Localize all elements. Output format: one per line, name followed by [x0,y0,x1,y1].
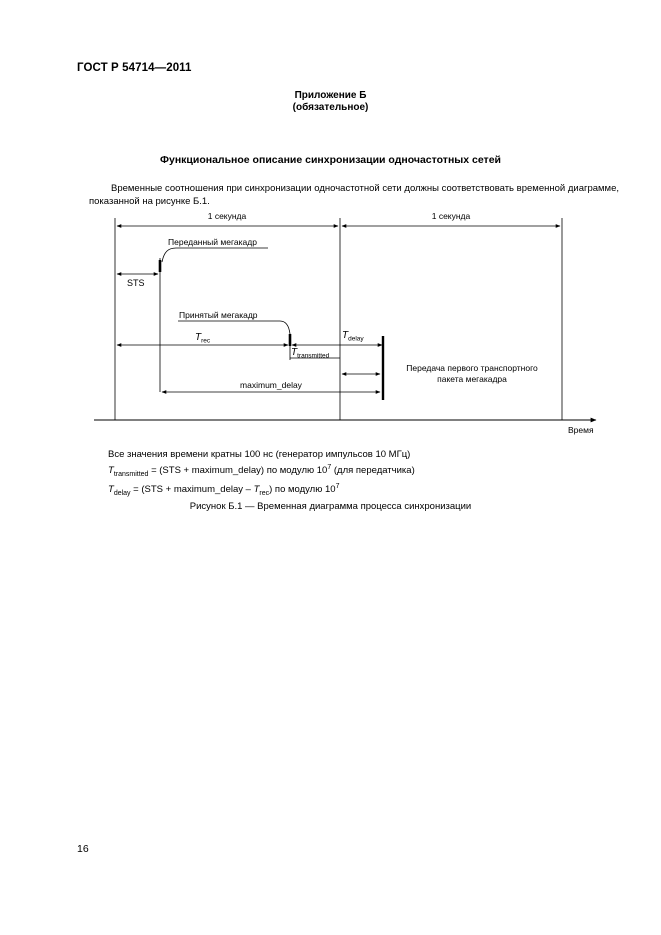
time-axis-label: Время [568,425,594,435]
first-packet-label-line2: пакета мегакадра [437,374,507,384]
maximum-delay-label: maximum_delay [240,380,303,390]
sts-label: STS [127,278,145,288]
received-megaframe-leader [178,320,291,335]
second-label-2: 1 секунда [432,211,471,221]
note-line-1: Все значения времени кратны 100 нс (гене… [108,449,411,460]
transmitted-megaframe-label: Переданный мегакадр [168,237,257,247]
transmitted-megaframe-leader [161,247,268,263]
t-delay-label: Tdelay [342,330,364,343]
annex-title: Приложение Б [294,90,367,101]
intro-paragraph: Временные соотношения при синхронизации … [89,183,619,207]
standard-code: ГОСТ Р 54714—2011 [77,62,192,74]
second-label-1: 1 секунда [208,211,247,221]
t-transmitted-label: Ttransmitted [291,347,330,360]
timing-diagram: 1 секунда 1 секунда Переданный мегакадр … [94,211,597,435]
page-number: 16 [77,843,89,855]
t-rec-label: Trec [195,332,211,345]
note-line-2: Ttransmitted = (STS + maximum_delay) по … [108,463,415,478]
note-line-3: Tdelay = (STS + maximum_delay – Trec) по… [108,483,340,498]
figure-notes: Все значения времени кратны 100 нс (гене… [108,449,415,501]
section-title: Функциональное описание синхронизации од… [160,154,501,166]
figure-caption: Рисунок Б.1 — Временная диаграмма процес… [189,501,472,512]
first-packet-label-line1: Передача первого транспортного [406,363,538,373]
received-megaframe-label: Принятый мегакадр [179,310,258,320]
annex-status: (обязательное) [292,102,369,113]
